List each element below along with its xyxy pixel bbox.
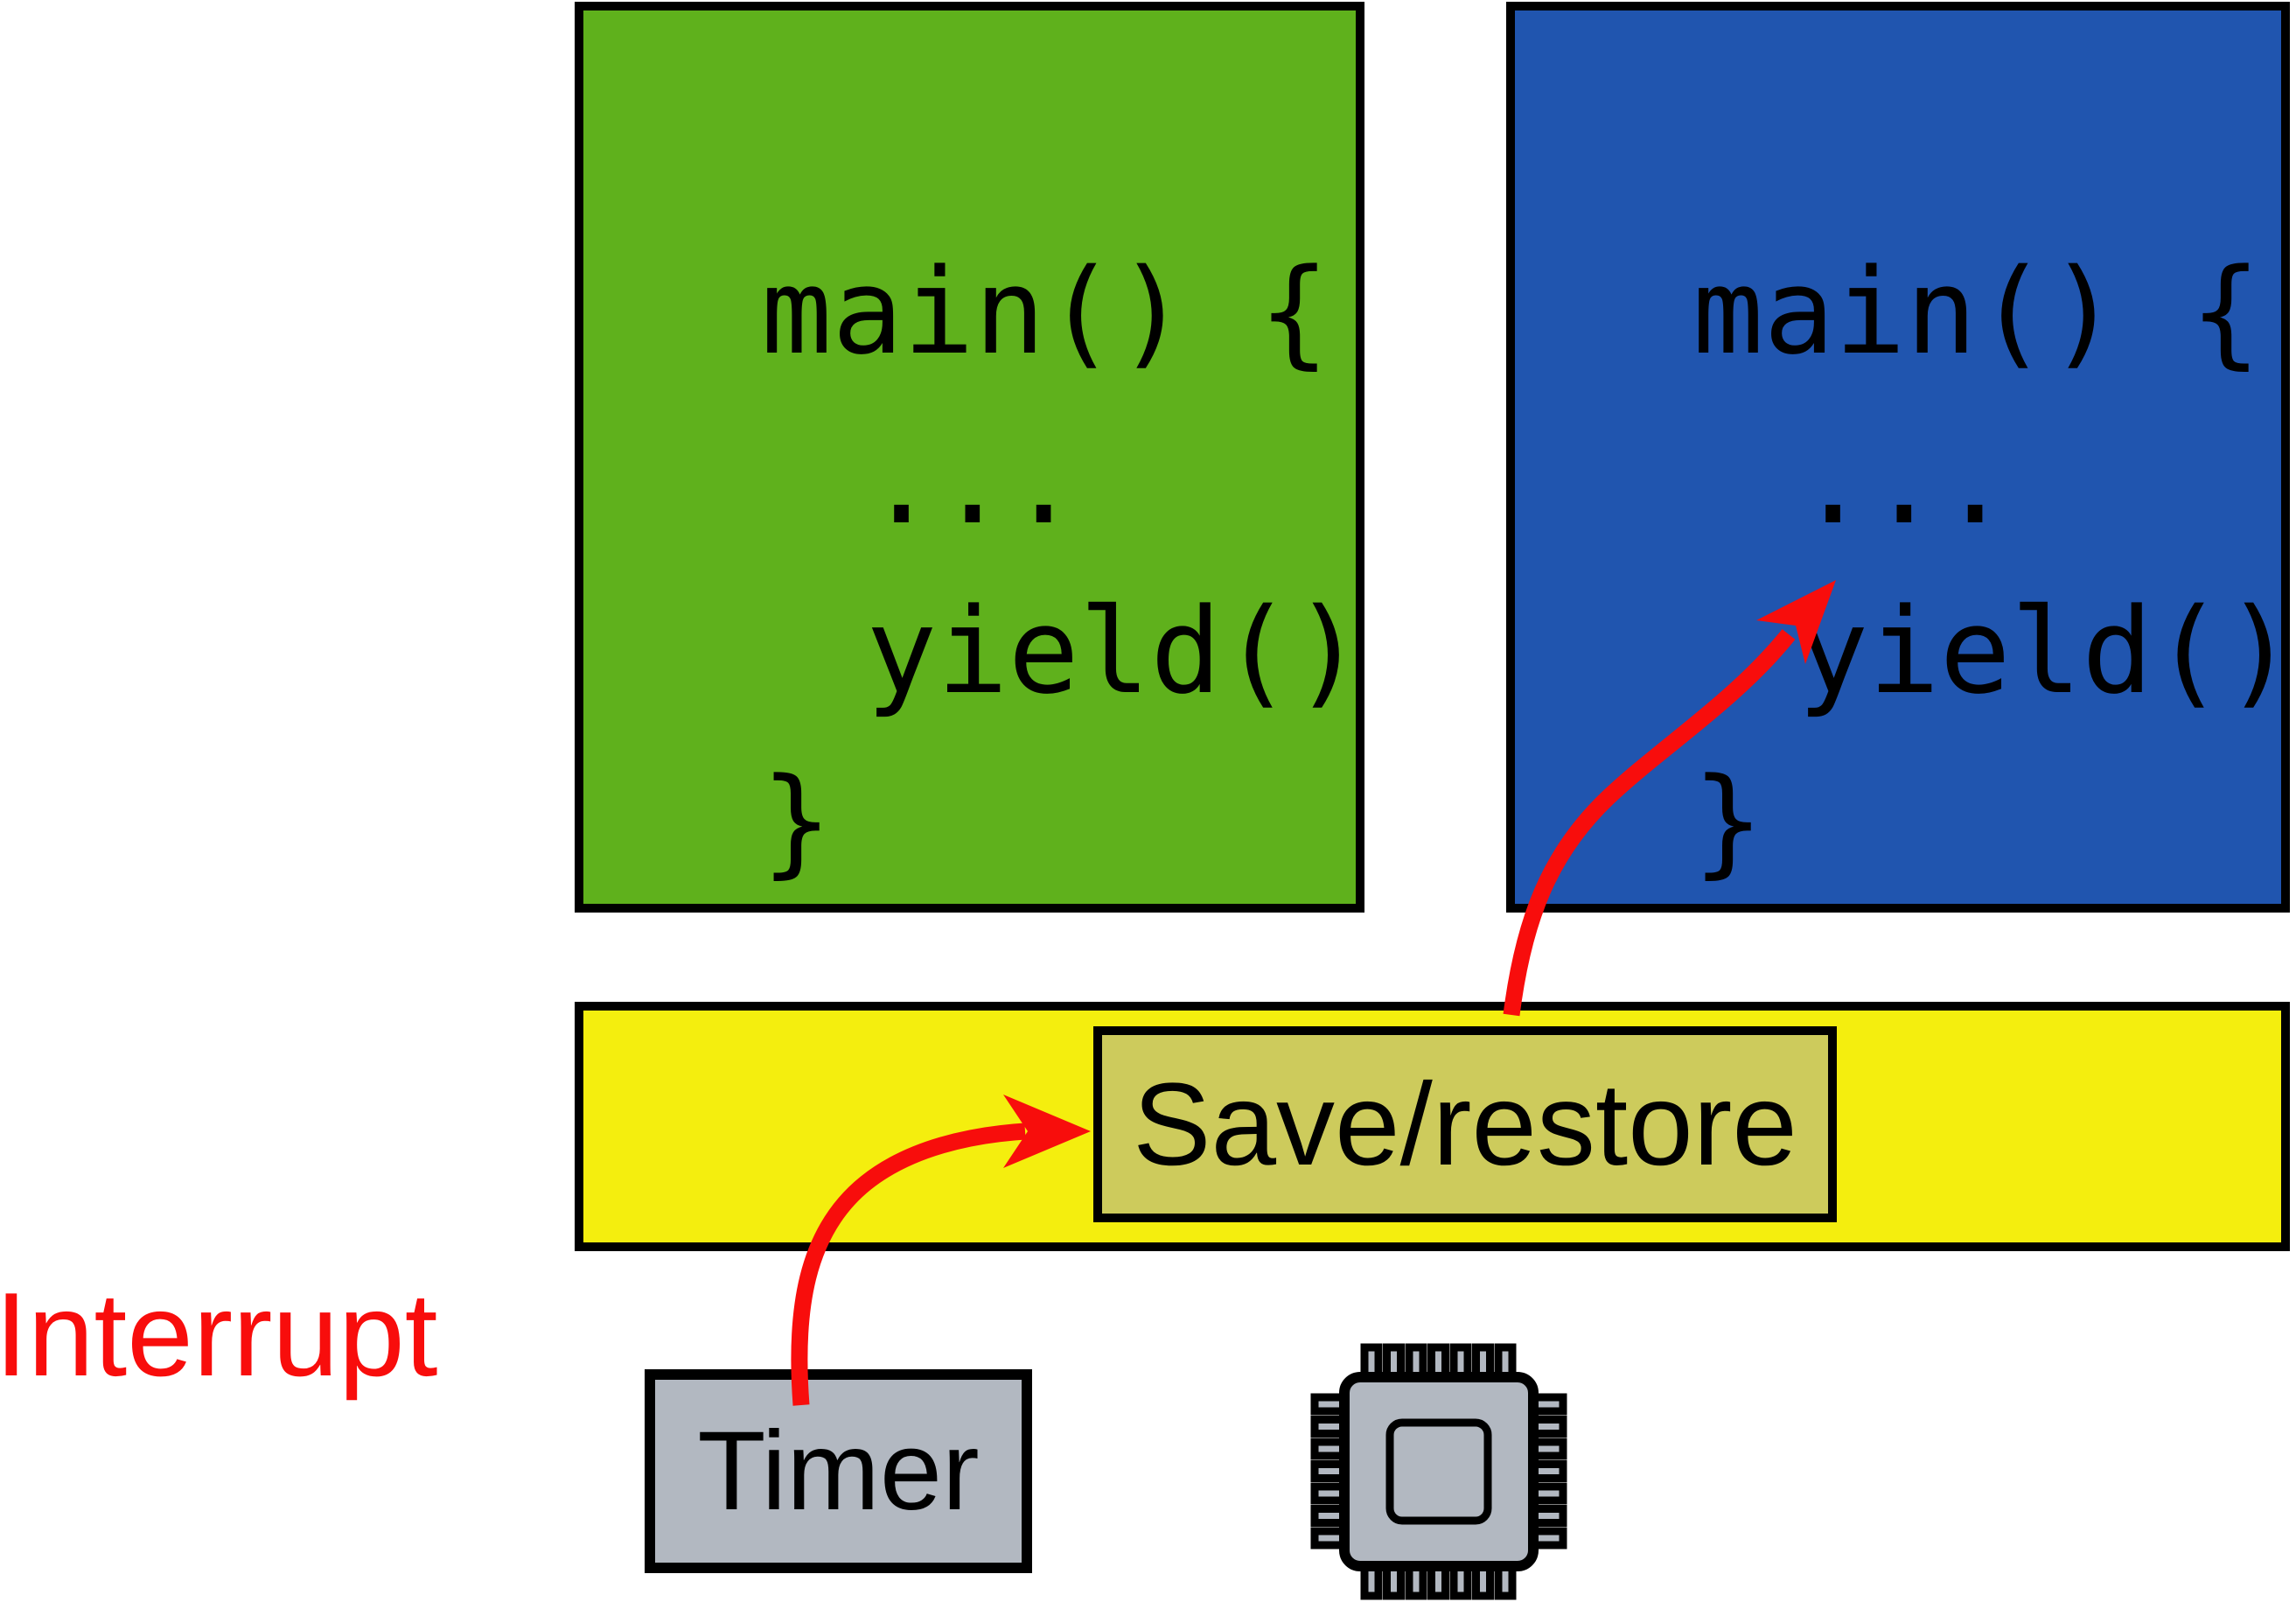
- save-restore-box: Save/restore: [1093, 1026, 1837, 1222]
- code-line: yield(): [866, 583, 1364, 720]
- code-line: }: [761, 752, 833, 890]
- cpu-chip-icon: [1310, 1343, 1567, 1600]
- timer-label: Timer: [697, 1409, 980, 1534]
- code-line: ...: [1797, 413, 2011, 550]
- code-line: }: [1692, 752, 1764, 890]
- task-box-green: main() {... yield()}: [575, 2, 1364, 913]
- timer-box: Timer: [645, 1369, 1032, 1573]
- code-line: main() {: [1692, 243, 2262, 381]
- task-green-code: main() {... yield()}: [583, 10, 1364, 906]
- save-restore-label: Save/restore: [1133, 1059, 1797, 1190]
- interrupt-label: Interrupt: [0, 1268, 438, 1401]
- code-line: ...: [866, 413, 1079, 550]
- code-line: main() {: [761, 243, 1330, 381]
- kernel-bar: Save/restore: [575, 1002, 2290, 1251]
- code-line: yield(): [1797, 583, 2295, 720]
- task-box-blue: main() {... yield()}: [1506, 2, 2295, 913]
- task-blue-code: main() {... yield()}: [1515, 10, 2295, 906]
